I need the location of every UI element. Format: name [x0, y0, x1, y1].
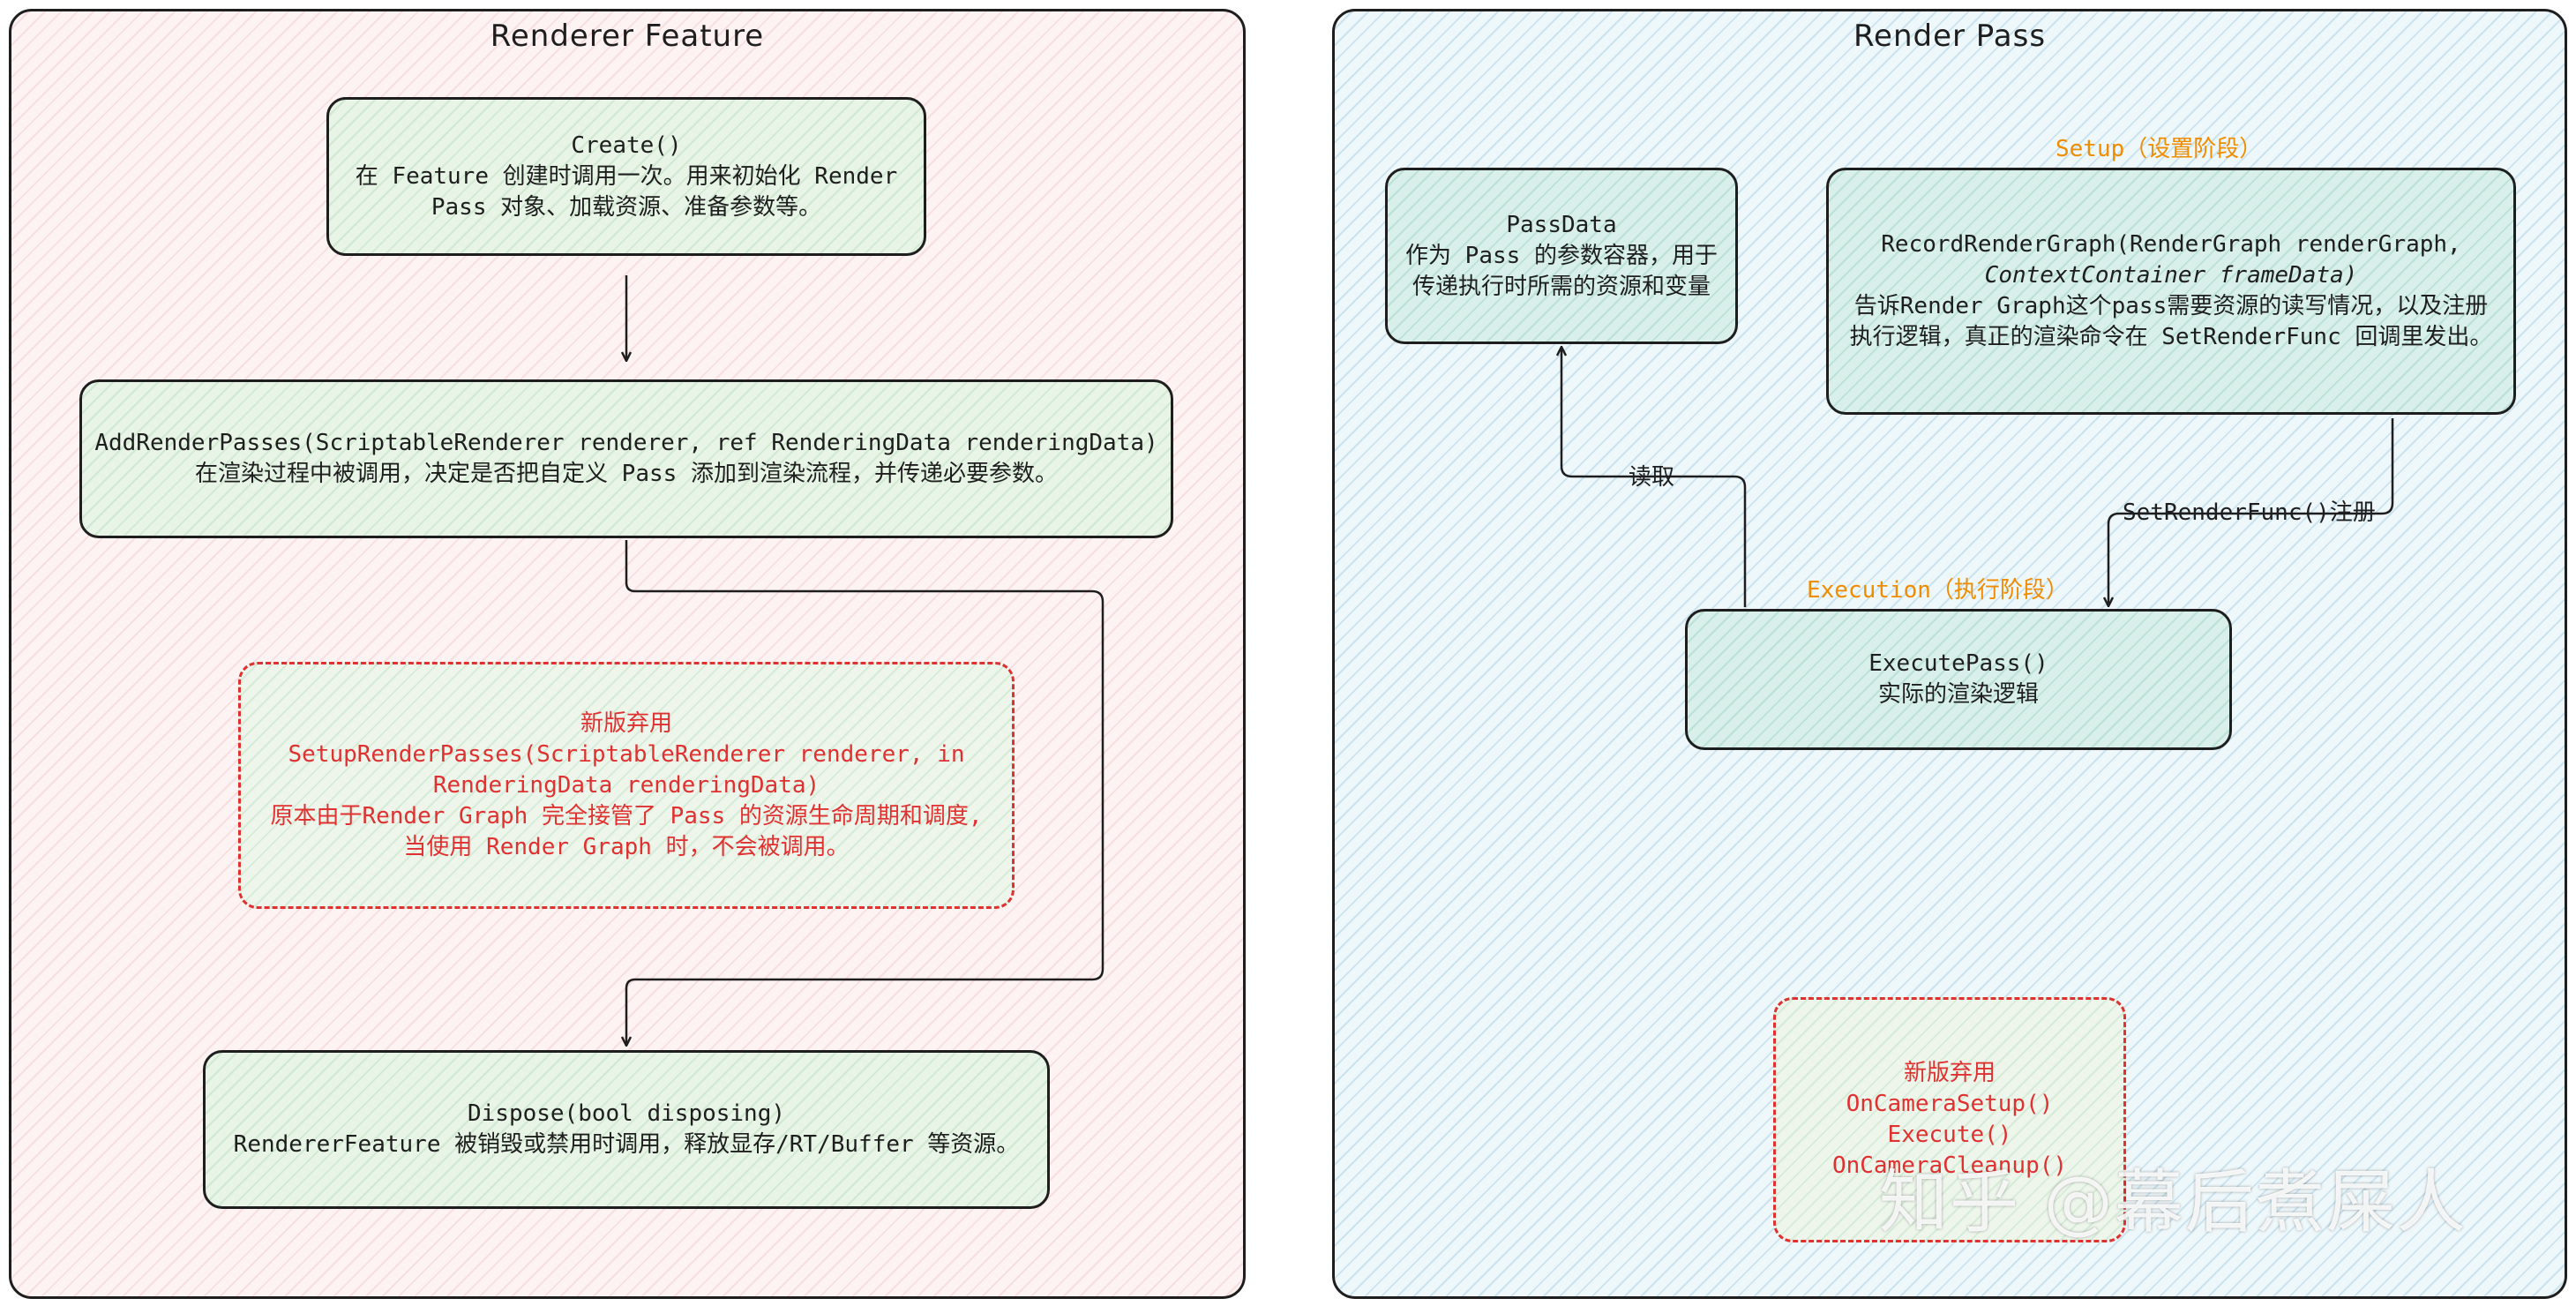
render-pass-deprecated-header: 新版弃用: [1903, 1060, 1996, 1086]
pass-data-desc-line1: 作为 Pass 的参数容器，用于: [1405, 242, 1718, 269]
zhihu-watermark: 知乎 @幕后煮屎人: [1879, 1163, 2467, 1242]
create-desc-line1: 在 Feature 创建时调用一次。用来初始化 Render: [355, 162, 898, 190]
dispose-desc: RendererFeature 被销毁或禁用时调用，释放显存/RT/Buffer…: [233, 1131, 1020, 1158]
arrow-set-render-func: [2108, 418, 2394, 605]
execute-pass-box: ExecutePass() 实际的渲染逻辑: [1685, 609, 2232, 750]
setup-render-passes-deprecated-box: 新版弃用 SetupRenderPasses(ScriptableRendere…: [238, 662, 1015, 909]
dispose-title: Dispose(bool disposing): [467, 1100, 786, 1127]
dispose-box: Dispose(bool disposing) RendererFeature …: [203, 1050, 1050, 1209]
deprecated-header: 新版弃用: [580, 709, 672, 737]
set-render-func-edge-label: SetRenderFunc()注册: [2123, 499, 2376, 526]
setup-render-passes-line1: SetupRenderPasses(ScriptableRenderer ren…: [288, 740, 965, 768]
setup-render-passes-line2: RenderingData renderingData): [432, 771, 820, 799]
create-box: Create() 在 Feature 创建时调用一次。用来初始化 Render …: [326, 97, 926, 256]
pass-data-title: PassData: [1506, 211, 1617, 238]
create-title: Create(): [571, 131, 682, 159]
arrow-read: [1561, 348, 1747, 607]
execute-label: Execute(): [1887, 1122, 2012, 1148]
record-render-graph-line4: 执行逻辑，真正的渲染命令在 SetRenderFunc 回调里发出。: [1849, 324, 2493, 350]
pass-data-desc-line2: 传递执行时所需的资源和变量: [1412, 273, 1711, 300]
read-edge-label: 读取: [1629, 464, 1675, 491]
render-pass-title: Render Pass: [1853, 19, 2047, 54]
add-render-passes-box: AddRenderPasses(ScriptableRenderer rende…: [79, 379, 1173, 538]
on-camera-cleanup-label: OnCameraCleanup(): [1831, 1152, 2068, 1179]
render-pass-deprecated-box: 新版弃用 OnCameraSetup() Execute() OnCameraC…: [1773, 997, 2126, 1242]
setup-render-passes-line4: 当使用 Render Graph 时，不会被调用。: [403, 833, 850, 860]
create-desc-line2: Pass 对象、加载资源、准备参数等。: [431, 193, 822, 221]
execution-phase-label: Execution（执行阶段）: [1807, 577, 2069, 604]
setup-render-passes-line3: 原本由于Render Graph 完全接管了 Pass 的资源生命周期和调度,: [270, 802, 983, 829]
renderer-feature-title: Renderer Feature: [490, 19, 765, 54]
record-render-graph-line3: 告诉Render Graph这个pass需要资源的读写情况，以及注册: [1853, 293, 2489, 319]
arrow-add-to-dispose: [626, 540, 1105, 1045]
pass-data-box: PassData 作为 Pass 的参数容器，用于 传递执行时所需的资源和变量: [1385, 168, 1738, 344]
record-render-graph-line1: RecordRenderGraph(RenderGraph renderGrap…: [1881, 231, 2461, 258]
execute-pass-desc: 实际的渲染逻辑: [1877, 681, 2039, 708]
record-render-graph-box: RecordRenderGraph(RenderGraph renderGrap…: [1826, 168, 2516, 415]
setup-phase-label: Setup（设置阶段）: [2056, 136, 2263, 162]
execute-pass-title: ExecutePass(): [1868, 650, 2048, 677]
add-render-passes-title: AddRenderPasses(ScriptableRenderer rende…: [94, 430, 1158, 456]
on-camera-setup-label: OnCameraSetup(): [1846, 1091, 2054, 1117]
add-render-passes-desc: 在渲染过程中被调用，决定是否把自定义 Pass 添加到渲染流程，并传递必要参数。: [195, 461, 1058, 487]
record-render-graph-line2: ContextContainer frameData): [1984, 262, 2358, 289]
